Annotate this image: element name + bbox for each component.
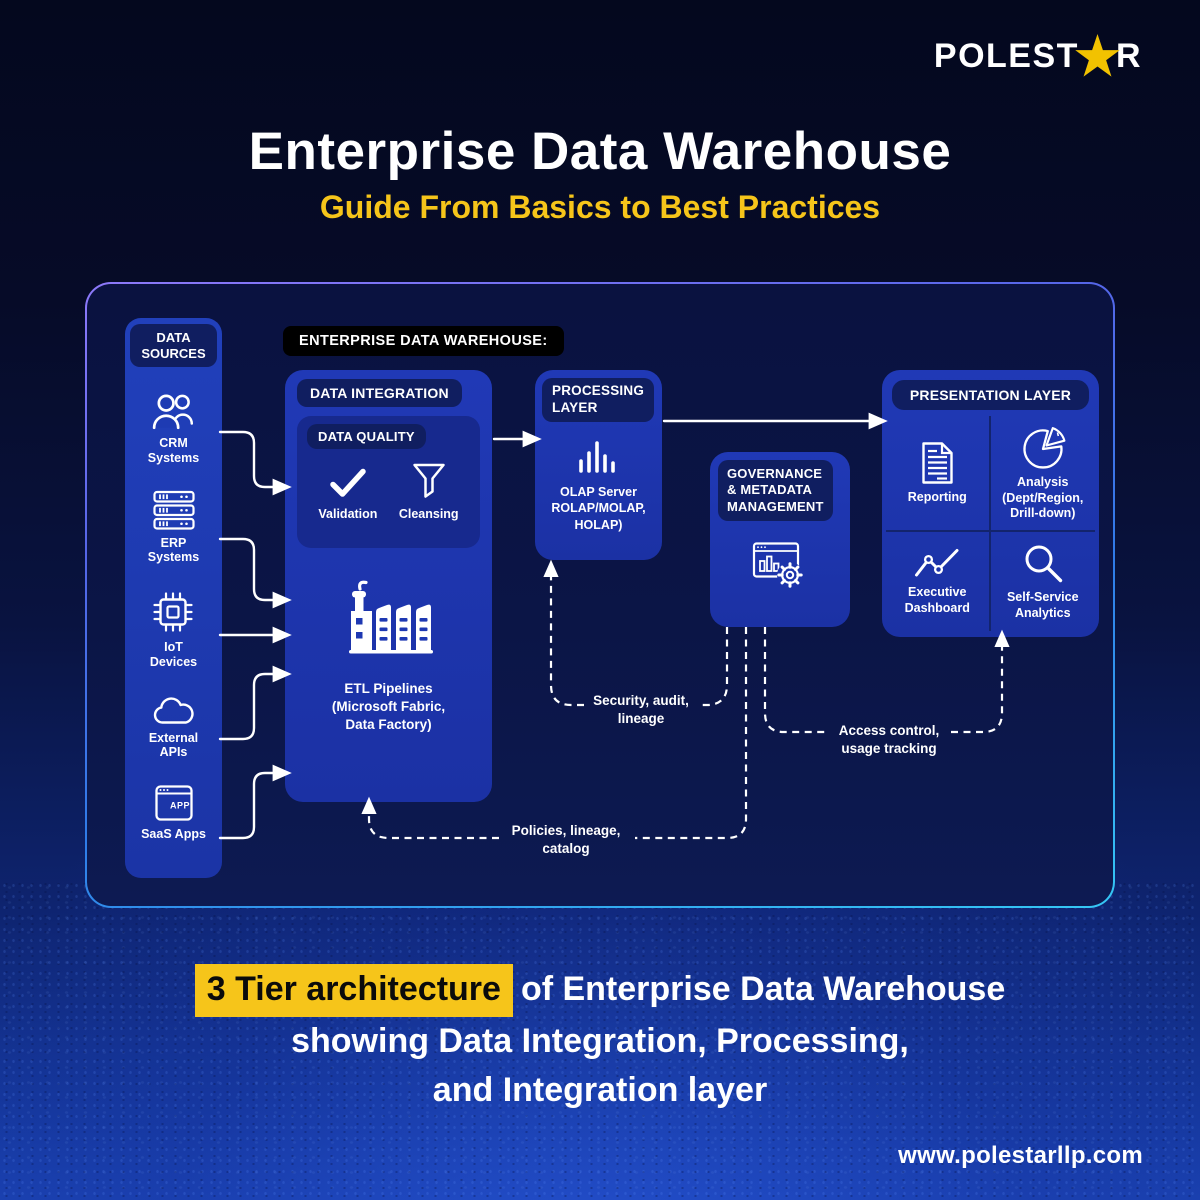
trend-line-icon (915, 549, 959, 577)
page-subtitle: Guide From Basics to Best Practices (319, 189, 881, 225)
app-window-icon: APP (154, 785, 193, 821)
quadrant-reporting: Reporting (886, 416, 991, 532)
background-texture (0, 880, 1200, 1200)
factory-icon (348, 580, 433, 654)
source-label: External APIs (148, 730, 199, 760)
pie-chart-icon (1023, 427, 1066, 469)
processing-layer-box: PROCESSING LAYER OLAP Server ROLAP/MOLAP… (535, 370, 662, 560)
data-sources-title: DATA SOURCES (130, 324, 217, 368)
list-item-erp: ERP Systems (148, 490, 199, 566)
data-sources-column: DATA SOURCES CRM Systems (125, 318, 222, 878)
website-url: www.polestarllp.com (898, 1142, 1143, 1169)
validation-label: Validation (318, 507, 378, 521)
etl-label: ETL Pipelines (Microsoft Fabric, Data Fa… (331, 681, 446, 733)
svg-text:APP: APP (170, 801, 190, 811)
data-quality-title: DATA QUALITY (307, 424, 426, 449)
arrow-erp-to-integration (218, 537, 292, 609)
data-sources-items: CRM Systems (130, 367, 217, 866)
caption-line-2: showing Data Integration, Processing, (291, 1021, 909, 1060)
validation-item: Validation (318, 462, 377, 521)
dashed-governance-access-a (763, 627, 825, 734)
processing-layer-title: PROCESSING LAYER (542, 378, 655, 422)
arrow-crm-to-integration (218, 430, 292, 496)
source-label: CRM Systems (147, 436, 200, 465)
flow-label-policies: Policies, lineage, catalog (511, 823, 621, 856)
diagram-panel: DATA SOURCES CRM Systems (87, 284, 1113, 906)
quadrant-label: Analysis (Dept/Region, Drill-down) (1002, 475, 1084, 521)
check-icon (330, 468, 366, 497)
dashed-governance-policies-b (361, 796, 499, 840)
logo-text-right: R (1115, 37, 1142, 75)
cleansing-label: Cleansing (398, 507, 459, 521)
caption-highlight: 3 Tier architecture (194, 964, 513, 1017)
dashed-governance-access-b (951, 629, 1010, 734)
bar-chart-icon (578, 441, 615, 473)
quadrant-label: Reporting (907, 489, 967, 504)
report-icon (922, 441, 953, 484)
governance-title: GOVERNANCE & METADATA MANAGEMENT (718, 460, 833, 521)
presentation-layer-box: PRESENTATION LAYER (882, 370, 1099, 637)
quadrant-analysis: Analysis (Dept/Region, Drill-down) (990, 416, 1095, 532)
olap-label: OLAP Server ROLAP/MOLAP, HOLAP) (551, 485, 646, 532)
quadrant-label: Self-Service Analytics (1006, 590, 1079, 620)
page-title: Enterprise Data Warehouse (248, 122, 952, 181)
magnifier-icon (1025, 545, 1062, 583)
diagram-panel-border: DATA SOURCES CRM Systems (85, 282, 1115, 908)
caption-line1-rest: of Enterprise Data Warehouse (520, 970, 1006, 1008)
arrow-apis-to-integration (218, 665, 292, 741)
cleansing-item: Cleansing (399, 462, 459, 521)
presentation-grid: Reporting Analysis (Dept/Region, Drill-d… (886, 416, 1095, 631)
star-icon (1075, 33, 1120, 77)
list-item-saas: APP SaaS Apps (141, 784, 206, 842)
list-item-iot: IoT Devices (150, 589, 197, 670)
flow-label-access: Access control, usage tracking (838, 723, 940, 756)
governance-box: GOVERNANCE & METADATA MANAGEMENT (710, 452, 850, 627)
data-quality-box: DATA QUALITY Validation Clea (297, 416, 480, 548)
flow-label-security: Security, audit, lineage (593, 693, 689, 726)
olap-icon-wrap (535, 438, 662, 474)
metadata-gear-icon (752, 542, 803, 588)
server-icon (152, 490, 195, 530)
data-integration-title: DATA INTEGRATION (297, 379, 462, 407)
source-label: ERP Systems (147, 535, 200, 565)
users-icon (152, 394, 193, 430)
governance-icon-wrap (710, 540, 850, 590)
funnel-icon (412, 463, 445, 498)
quadrant-self-service: Self-Service Analytics (991, 532, 1096, 631)
dashed-governance-security-b (543, 559, 584, 707)
data-integration-box: DATA INTEGRATION DATA QUALITY Validation (285, 370, 492, 802)
chip-icon (153, 592, 194, 632)
logo-text-left: POLEST (933, 37, 1079, 75)
edw-tag: ENTERPRISE DATA WAREHOUSE: (283, 326, 564, 356)
polestar-logo: POLEST R (933, 33, 1142, 79)
quadrant-executive-dashboard: Executive Dashboard (886, 532, 991, 631)
presentation-layer-title: PRESENTATION LAYER (892, 380, 1089, 410)
data-quality-items: Validation Cleansing (297, 462, 480, 521)
cloud-icon (153, 697, 194, 724)
list-item-external-apis: External APIs (149, 694, 198, 761)
dashed-governance-policies-a (635, 627, 748, 840)
caption-line-3: and Integration layer (432, 1070, 768, 1109)
quadrant-label: Executive Dashboard (904, 585, 970, 615)
arrow-saas-to-integration (218, 764, 292, 840)
source-label: IoT Devices (149, 640, 198, 669)
etl-icon-wrap (285, 580, 492, 654)
list-item-crm: CRM Systems (148, 391, 199, 466)
source-label: SaaS Apps (141, 827, 206, 842)
